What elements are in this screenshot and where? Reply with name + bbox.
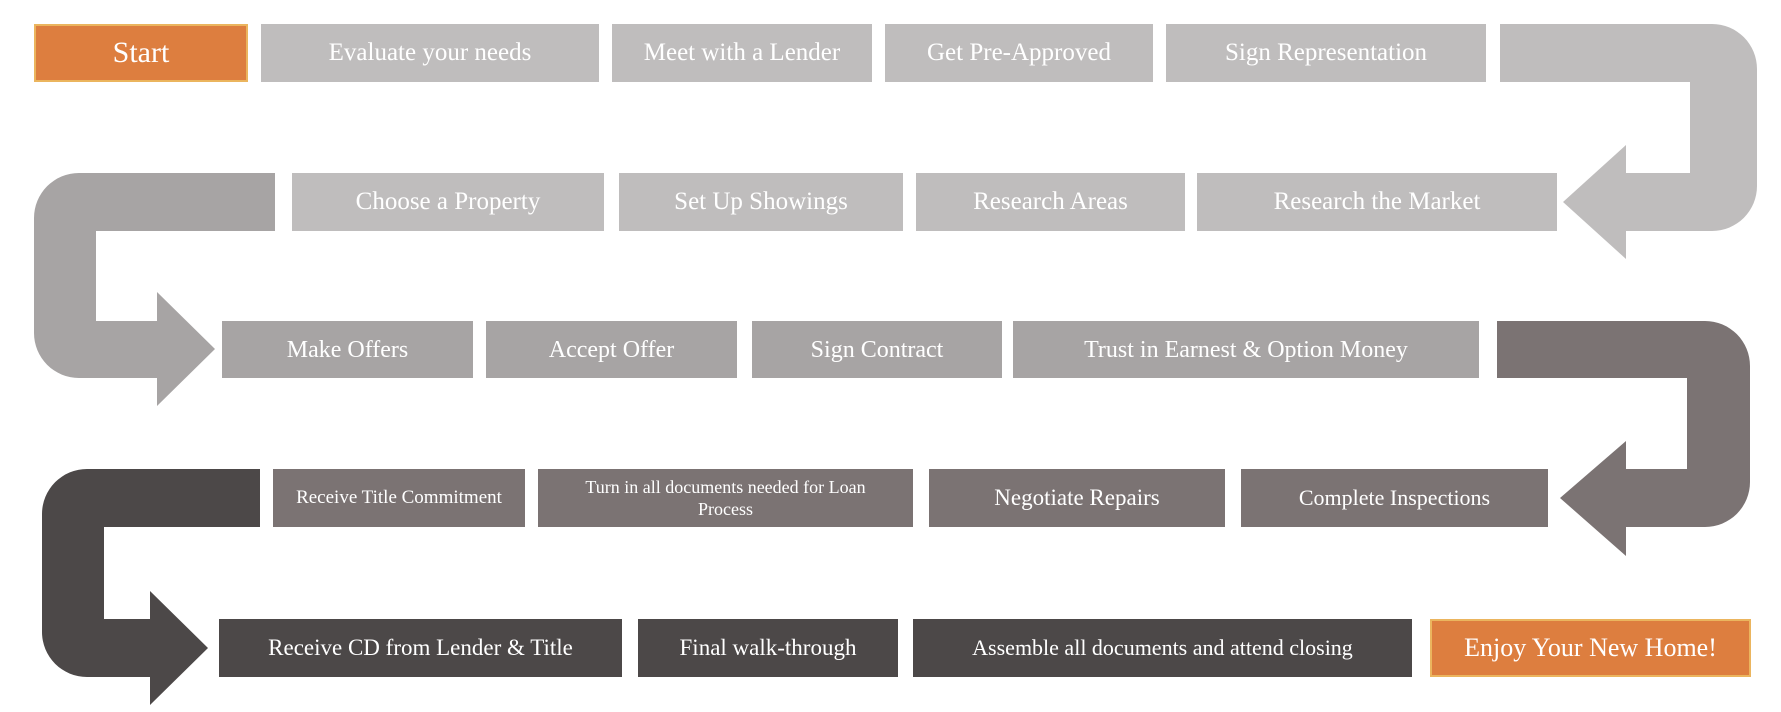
step-receive-cd-from-lender-and-title: Receive CD from Lender & Title <box>219 619 622 677</box>
step-label: Enjoy Your New Home! <box>1464 632 1717 662</box>
step-label: Trust in Earnest & Option Money <box>1084 336 1408 363</box>
step-label: Sign Representation <box>1224 39 1428 67</box>
step-label: Receive CD from Lender & Title <box>268 634 573 660</box>
step-label: Negotiate Repairs <box>994 484 1160 510</box>
step-get-pre-approved: Get Pre-Approved <box>885 24 1153 82</box>
step-complete-inspections: Complete Inspections <box>1241 469 1548 527</box>
step-label: Meet with a Lender <box>643 39 841 67</box>
turn-arrow-row1-to-row2-icon <box>1500 24 1757 259</box>
step-label: Start <box>112 36 170 70</box>
step-make-offers: Make Offers <box>222 321 473 378</box>
step-assemble-documents-attend-closing: Assemble all documents and attend closin… <box>913 619 1412 677</box>
step-enjoy-your-new-home: Enjoy Your New Home! <box>1430 619 1751 677</box>
step-label: Final walk-through <box>679 634 857 660</box>
step-choose-a-property: Choose a Property <box>292 173 604 231</box>
step-label: Assemble all documents and attend closin… <box>972 635 1353 661</box>
step-sign-representation: Sign Representation <box>1166 24 1486 82</box>
step-trust-in-earnest-and-option-money: Trust in Earnest & Option Money <box>1013 321 1479 378</box>
step-meet-with-a-lender: Meet with a Lender <box>612 24 872 82</box>
step-turn-in-all-documents-for-loan-process: Turn in all documents needed for Loan Pr… <box>538 469 913 527</box>
step-label: Receive Title Commitment <box>296 487 502 509</box>
step-label: Complete Inspections <box>1298 485 1491 511</box>
turn-arrow-row3-to-row4-icon <box>1497 321 1750 556</box>
step-label: Research the Market <box>1273 188 1481 216</box>
turn-arrow-row2-to-row3-icon <box>34 173 275 406</box>
step-label: Evaluate your needs <box>328 39 532 67</box>
step-set-up-showings: Set Up Showings <box>619 173 903 231</box>
step-sign-contract: Sign Contract <box>752 321 1002 378</box>
step-label: Get Pre-Approved <box>927 39 1111 67</box>
step-label: Turn in all documents needed for Loan Pr… <box>585 476 866 520</box>
step-negotiate-repairs: Negotiate Repairs <box>929 469 1225 527</box>
step-receive-title-commitment: Receive Title Commitment <box>273 469 525 527</box>
step-label: Make Offers <box>286 336 409 363</box>
step-accept-offer: Accept Offer <box>486 321 737 378</box>
step-research-the-market: Research the Market <box>1197 173 1557 231</box>
step-research-areas: Research Areas <box>916 173 1185 231</box>
step-evaluate-your-needs: Evaluate your needs <box>261 24 599 82</box>
step-label: Accept Offer <box>548 336 675 363</box>
step-label: Choose a Property <box>355 188 541 216</box>
turn-arrow-row4-to-row5-icon <box>42 469 260 705</box>
step-start: Start <box>34 24 248 82</box>
step-label: Research Areas <box>973 188 1128 216</box>
step-label: Set Up Showings <box>674 188 848 216</box>
step-label: Sign Contract <box>810 336 944 363</box>
step-final-walk-through: Final walk-through <box>638 619 898 677</box>
